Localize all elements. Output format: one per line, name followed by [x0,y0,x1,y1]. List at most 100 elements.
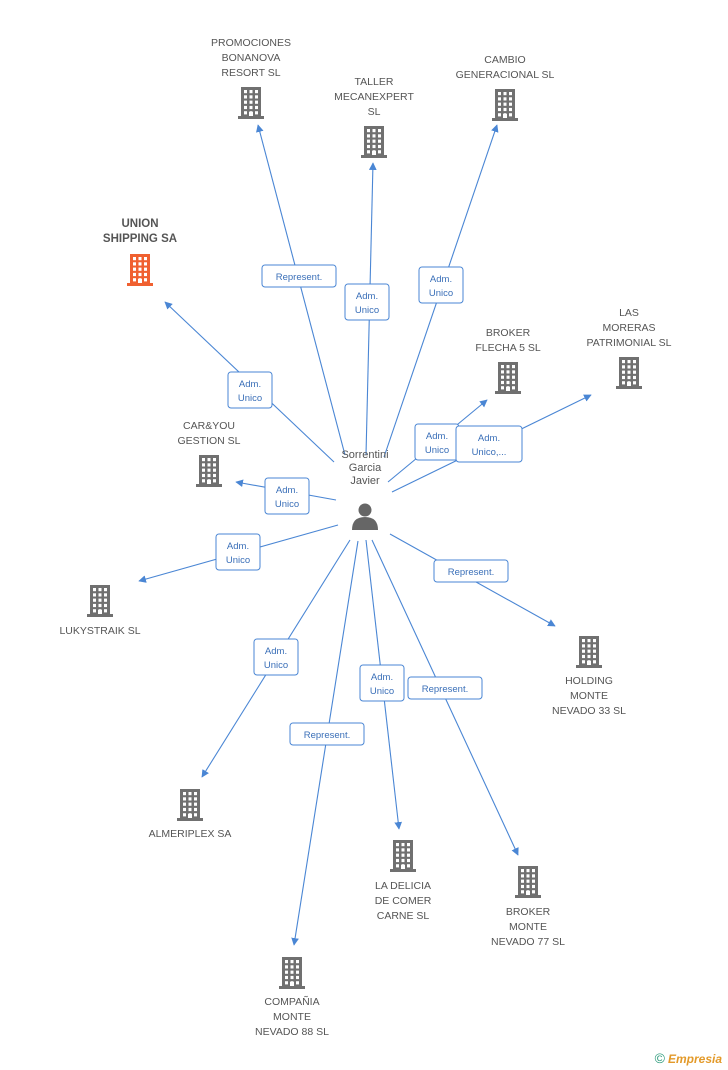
company-name: RESORT SL [221,67,280,79]
building-icon [495,362,521,394]
person-name: Garcia [349,462,382,474]
edge-label-box[interactable] [227,371,273,409]
company-node-promociones[interactable]: PROMOCIONES BONANOVA RESORT SL [211,37,291,119]
company-name: TALLER [355,76,394,88]
edge-label-box[interactable] [289,722,365,746]
company-name: NEVADO 33 SL [552,705,626,717]
person-name: Sorrentini [341,449,388,461]
edge-taller[interactable]: Adm.Unico [344,162,390,456]
building-icon [238,87,264,119]
company-name: MECANEXPERT [334,91,414,103]
edge-label-box[interactable] [455,425,523,463]
company-name: GENERACIONAL SL [456,69,555,81]
edge-label-box[interactable] [407,676,483,700]
edge-almeriplex[interactable]: Adm. Unico [201,539,351,778]
company-name: FLECHA 5 SL [475,342,541,354]
edge-label-text: Adm. [239,379,261,390]
company-node-broker-monte[interactable]: BROKER MONTE NEVADO 77 SL [491,866,565,948]
edge-la-delicia[interactable]: Adm. Unico [359,539,405,830]
building-icon [576,636,602,668]
company-name: LAS [619,307,639,319]
edge-label-box[interactable] [264,477,310,515]
person-icon [352,503,378,530]
company-name: MONTE [509,921,547,933]
edge-label-text: Adm. [265,646,287,657]
company-name: LA DELICIA [375,880,431,892]
company-name: NEVADO 77 SL [491,936,565,948]
edge-label-box[interactable] [359,664,405,702]
edge-label-text: Represent. [276,272,322,283]
company-name: BROKER [506,906,551,918]
edge-label-text: Unico [355,305,379,316]
company-name: ALMERIPLEX SA [149,828,232,840]
company-name: COMPAÑIA [264,995,319,1008]
edge-promociones[interactable]: Represent. [256,124,346,456]
company-name: MONTE [273,1011,311,1023]
edge-label-text: Represent. [448,567,494,578]
edge-label-text: Unico,... [472,447,507,458]
brand-name: Empresia [667,1052,722,1066]
edge-label-box[interactable] [215,533,261,571]
edge-label-text: Unico [429,288,453,299]
edge-label-text: Adm. [478,433,500,444]
company-name: BONANOVA [222,52,281,64]
edge-label-text: Unico [238,393,262,404]
edge-compania[interactable]: Represent. [289,540,365,946]
edge-las-moreras[interactable]: Adm. Unico,... [391,394,592,493]
company-name: HOLDING [565,675,613,687]
company-node-compania[interactable]: COMPAÑIA MONTE NEVADO 88 SL [255,957,329,1038]
edge-label-box[interactable] [344,283,390,321]
edge-label-text: Adm. [371,672,393,683]
edge-caryou[interactable]: Adm. Unico [235,477,337,515]
building-icon [177,789,203,821]
edge-label-text: Adm. [430,274,452,285]
company-node-cambio[interactable]: CAMBIO GENERACIONAL SL [456,54,555,121]
edge-label-text: Unico [425,445,449,456]
company-node-la-delicia[interactable]: LA DELICIA DE COMER CARNE SL [375,840,432,922]
edge-label-text: Represent. [304,730,350,741]
company-name: MORERAS [602,322,655,334]
company-name: DE COMER [375,895,432,907]
company-name: SHIPPING SA [103,233,177,245]
edge-label-box[interactable] [433,559,509,583]
nodes-layer: PROMOCIONES BONANOVA RESORT SL TALLER MECANE… [59,37,671,1038]
edge-label-box[interactable] [418,266,464,304]
edge-label-text: Unico [370,686,394,697]
edge-union[interactable]: Adm. Unico [164,301,335,463]
edge-label-text: Unico [275,499,299,510]
building-icon [390,840,416,872]
building-icon [515,866,541,898]
company-name: NEVADO 88 SL [255,1026,329,1038]
edge-line [256,124,346,456]
company-node-almeriplex[interactable]: ALMERIPLEX SA [149,789,232,840]
edge-label-text: Represent. [422,684,468,695]
company-node-las-moreras[interactable]: LAS MORERAS PATRIMONIAL SL [587,307,672,389]
company-name: BROKER [486,327,531,339]
edge-lukystraik[interactable]: Adm.Unico [138,524,339,583]
edge-label-box[interactable] [261,264,337,288]
company-name: CAMBIO [484,54,525,66]
company-node-broker-flecha[interactable]: BROKER FLECHA 5 SL [475,327,541,394]
footer-brand[interactable]: ©Empresia [655,1050,722,1066]
copyright-icon: © [654,1050,665,1066]
edge-cambio[interactable]: Adm. Unico [383,124,499,458]
company-node-lukystraik[interactable]: LUKYSTRAIK SL [59,585,141,637]
edge-label-text: Adm. [276,485,298,496]
company-name: GESTION SL [177,435,240,447]
company-name: PROMOCIONES [211,37,291,49]
edge-holding[interactable]: Represent. [389,533,556,627]
company-name: CARNE SL [377,910,430,922]
edge-label-text: Unico [264,660,288,671]
building-icon [127,254,153,286]
edge-broker-monte[interactable]: Represent. [371,539,519,856]
company-name: PATRIMONIAL SL [587,337,672,349]
person-name: Javier [350,475,380,487]
building-icon [87,585,113,617]
edge-label-box[interactable] [253,638,299,676]
building-icon [279,957,305,989]
